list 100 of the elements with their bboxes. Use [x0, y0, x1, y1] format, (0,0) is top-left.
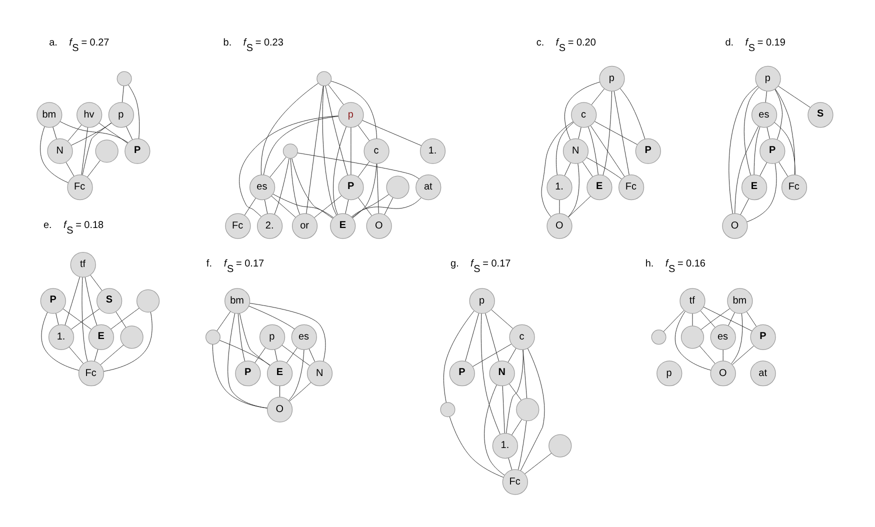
node-circle: 1.: [420, 138, 446, 164]
node-circle: O: [266, 396, 293, 422]
connector: [766, 126, 770, 140]
connector: [128, 84, 140, 139]
connector: [60, 121, 128, 143]
connector: [746, 311, 757, 327]
connector: [352, 163, 377, 218]
connector: [568, 163, 580, 218]
connector: [272, 194, 334, 218]
connector: [480, 313, 500, 434]
connector: [64, 276, 80, 326]
connector: [778, 162, 788, 177]
connector: [70, 122, 112, 146]
connector: [350, 127, 352, 175]
node-circle: p: [469, 288, 495, 314]
node-circle: 2.: [257, 213, 283, 239]
node-circle: bm: [36, 102, 62, 128]
connector: [520, 348, 545, 471]
connector: [568, 196, 591, 218]
node-circle: Fc: [502, 469, 528, 495]
connector: [70, 308, 100, 330]
connector: [289, 382, 312, 402]
node-circle: 1.: [546, 174, 572, 200]
connector: [41, 312, 80, 371]
connector: [314, 195, 342, 218]
connector: [620, 88, 646, 140]
node-circle: 1.: [492, 433, 518, 459]
connector: [248, 306, 295, 330]
node-circle: P: [338, 174, 364, 200]
connector: [663, 310, 684, 332]
connector: [506, 349, 524, 434]
node-circle: N: [47, 138, 73, 164]
node-circle: [205, 330, 220, 345]
connector: [333, 126, 347, 215]
node-circle: [386, 176, 410, 199]
connector: [286, 347, 298, 364]
node-circle: c: [571, 102, 597, 128]
node-circle: es: [710, 324, 736, 350]
connector: [352, 194, 390, 218]
node-circle: P: [635, 138, 661, 164]
connector: [778, 86, 810, 108]
connector: [219, 340, 270, 366]
connector: [586, 157, 622, 180]
connector: [84, 276, 98, 326]
connector: [290, 158, 300, 215]
node-circle: P: [235, 360, 261, 386]
connector: [472, 344, 512, 367]
node-circle: E: [88, 324, 114, 350]
label: b.: [223, 37, 232, 48]
connector: [260, 82, 319, 176]
connector: [541, 121, 574, 217]
connector: [594, 121, 638, 145]
node-circle: bm: [224, 288, 250, 314]
node-circle: [95, 140, 118, 163]
connector: [556, 122, 574, 176]
connector: [384, 197, 394, 215]
connector: [122, 86, 124, 102]
connector: [52, 126, 57, 140]
node-circle: P: [124, 138, 150, 164]
node-circle: E: [330, 213, 356, 239]
connector: [94, 349, 98, 362]
connector: [774, 122, 796, 176]
connector: [491, 309, 514, 329]
connector: [508, 458, 512, 470]
connector: [82, 277, 88, 362]
node-circle: N: [306, 360, 333, 386]
node-circle: [651, 330, 666, 345]
connector: [564, 82, 600, 140]
connector: [66, 162, 74, 176]
connector: [288, 349, 304, 401]
node-circle: c: [509, 324, 535, 350]
node-circle: P: [760, 138, 786, 164]
node-circle: Fc: [225, 213, 251, 239]
connector: [362, 120, 422, 146]
connector: [330, 80, 378, 139]
connector: [351, 197, 422, 218]
connector: [254, 347, 266, 364]
connector: [282, 344, 310, 366]
connector: [674, 310, 712, 370]
connector: [358, 161, 370, 178]
connector: [238, 313, 246, 362]
connector: [614, 90, 630, 176]
connector: [502, 386, 505, 434]
connector: [512, 419, 522, 436]
connector: [485, 312, 500, 362]
node-circle: [120, 326, 144, 349]
connector: [775, 88, 796, 176]
node-circle: at: [416, 174, 442, 200]
connector: [292, 158, 334, 219]
node-circle: es: [291, 324, 317, 350]
connector: [103, 312, 152, 372]
node-circle: [116, 71, 132, 86]
connector: [98, 122, 128, 144]
connector: [62, 308, 92, 330]
node-circle: p: [260, 324, 286, 350]
connector: [732, 346, 754, 365]
node-circle: tf: [680, 288, 706, 314]
node-circle: Fc: [781, 174, 808, 200]
connector: [700, 310, 716, 328]
connector: [703, 306, 752, 332]
